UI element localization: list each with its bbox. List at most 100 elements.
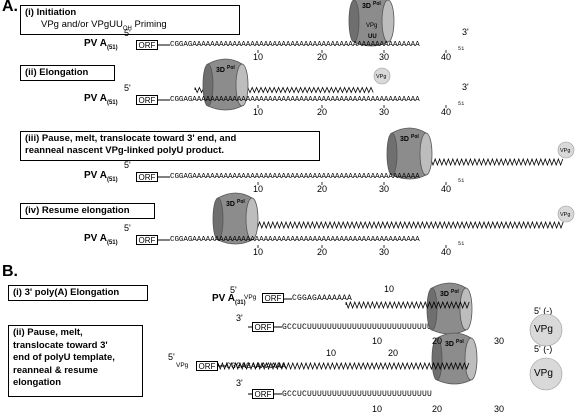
step-a-i-subtitle-end: Priming (131, 19, 167, 30)
vpg-a2-circle (373, 67, 391, 85)
seq-b2-minus: GCCUCUUUUUUUUUUUUUUUUUUUUUUUUU (282, 390, 433, 399)
vpg-a4-text: VPg (560, 212, 570, 218)
step-b-ii-line4: reanneal & resume (13, 364, 99, 376)
polymerase-a3-label-sup: Pol (411, 134, 419, 140)
tick-b1-top-10: 10 (384, 284, 394, 294)
vpg-a3-text: VPg (560, 148, 570, 154)
uu-a1-text: UU (368, 34, 377, 40)
polymerase-a2-label-sup: Pol (227, 65, 235, 71)
tick-a1-20: 20 (317, 52, 328, 62)
five-minus-b1: 5' (-) (534, 306, 553, 316)
polymerase-b2-face (464, 337, 478, 381)
tick-a4-10: 10 (253, 247, 264, 257)
seq-a1: CGGAGAAAAAAAAAAAAAAAAAAAAAAAAAAAAAAAAAAA… (170, 41, 420, 49)
tick-a3-40: 40 (441, 184, 452, 194)
pv-label-text: PV A (84, 233, 107, 244)
step-a-ii-box: (ii) Elongation (20, 65, 115, 81)
pv-label-b1-sub: (31) (234, 300, 246, 306)
polymerase-a3-label: 3D (400, 136, 409, 143)
orf-box-b2: ORF (196, 361, 218, 371)
seq-a2-end: 51 (458, 101, 465, 107)
polymerase-a1-back (348, 0, 360, 43)
vpg-b1-text: VPg (534, 324, 553, 335)
tick-a1-10: 10 (253, 52, 264, 62)
pv-label-text: PV A (84, 170, 107, 181)
vpg-a1-text: VPg (366, 23, 377, 29)
polymerase-a4-back (212, 197, 224, 241)
seq-a1-end: 51 (458, 46, 465, 52)
tick-a2-30: 30 (379, 107, 390, 117)
seq-a4: CGGAGAAAAAAAAAAAAAAAAAAAAAAAAAAAAAAAAAAA… (170, 236, 420, 244)
pv-label-text: PV A (84, 38, 107, 49)
polymerase-a2-face (235, 63, 249, 107)
polymerase-b1-back (426, 287, 438, 331)
seq-a3: CGGAGAAAAAAAAAAAAAAAAAAAAAAAAAAAAAAAAAAA… (170, 173, 420, 181)
polymerase-b1-label-sup: Pol (451, 289, 459, 295)
vpg-b1-label: VPg (244, 294, 257, 301)
polyA-tail-b2 (217, 361, 470, 371)
pv-label-sub: (51) (106, 240, 118, 246)
step-b-ii-box: (ii) Pause, melt, translocate toward 3' … (8, 325, 143, 397)
step-b-ii-line5: elongation (13, 377, 62, 388)
seq-a3-end: 51 (458, 178, 465, 184)
tick-b1-bot-20: 20 (432, 336, 442, 346)
polymerase-a3-back (386, 132, 398, 176)
five-prime-b1: 5' (230, 285, 237, 295)
vpg-a2-text: VPg (376, 74, 386, 80)
tick-b2-top-10: 10 (326, 348, 336, 358)
polymerase-b2-label: 3D (445, 341, 454, 348)
pv-label-a2: PV A(51) (84, 93, 118, 106)
polymerase-b1-face (459, 287, 473, 331)
pv-label-sub: (51) (106, 45, 118, 51)
step-a-iii-title: (iii) Pause, melt, translocate toward 3'… (25, 133, 237, 144)
vpg-a3-circle (557, 141, 575, 159)
step-a-iv-title: (iv) Resume elongation (25, 205, 130, 216)
tick-a1-30: 30 (379, 52, 390, 62)
orf-box-a4: ORF (136, 235, 158, 245)
polymerase-a2-label: 3D (216, 67, 225, 74)
step-a-iv-box: (iv) Resume elongation (20, 203, 155, 219)
orf-box-b2-minus: ORF (252, 389, 274, 399)
five-prime-a1: 5' (124, 28, 131, 38)
five-prime-a3: 5' (124, 160, 131, 170)
step-a-i-subtitle-sub: OH (122, 25, 132, 32)
step-a-iii-box: (iii) Pause, melt, translocate toward 3'… (20, 131, 320, 161)
five-prime-b2: 5' (168, 352, 175, 362)
pv-label-text: PV A (84, 93, 107, 104)
polymerase-a4-face (245, 197, 259, 241)
tick-a3-30: 30 (379, 184, 390, 194)
orf-box-b1-minus: ORF (252, 322, 274, 332)
vpg-b2-text: VPg (534, 368, 553, 379)
five-prime-a4: 5' (124, 223, 131, 233)
tick-a4-30: 30 (379, 247, 390, 257)
vpg-a4-circle (557, 205, 575, 223)
tick-a2-10: 10 (253, 107, 264, 117)
seq-a4-end: 51 (458, 241, 465, 247)
seq-a2: CGGAGAAAAAAAAAAAAAAAAAAAAAAAAAAAAAAAAAAA… (170, 96, 420, 104)
polymerase-a1-face (381, 0, 395, 43)
polymerase-a2-back (202, 63, 214, 107)
step-b-i-title: (i) 3' poly(A) Elongation (13, 287, 120, 298)
nascent-a4 (219, 220, 564, 230)
tick-a4-40: 40 (441, 247, 452, 257)
polymerase-b2-back (431, 337, 443, 381)
pv-label-b1: PV A(31) (212, 293, 246, 306)
tick-a2-40: 40 (441, 107, 452, 117)
orf-box-a3: ORF (136, 172, 158, 182)
step-a-iii-title2: reanneal nascent VPg-linked polyU produc… (25, 145, 225, 156)
tick-b1-bot-10: 10 (372, 336, 382, 346)
pv-label-a3: PV A(51) (84, 170, 118, 183)
tick-a1-40: 40 (441, 52, 452, 62)
seq-b1-minus: GCCUCUUUUUUUUUUUUUUUUUUUUUUUUU (282, 323, 433, 332)
five-minus-b2: 5' (-) (534, 344, 553, 354)
orf-box-b1: ORF (262, 293, 284, 303)
step-a-ii-title: (ii) Elongation (25, 67, 89, 78)
pv-label-b1-text: PV A (212, 293, 235, 304)
seq-b1-plus: CGGAGAAAAAAA (292, 294, 353, 303)
three-prime-b2: 3' (236, 378, 243, 388)
tick-b1-bot-30: 30 (494, 336, 504, 346)
section-b-label: B. (2, 263, 18, 280)
vpg-b2-label: VPg (176, 362, 189, 369)
